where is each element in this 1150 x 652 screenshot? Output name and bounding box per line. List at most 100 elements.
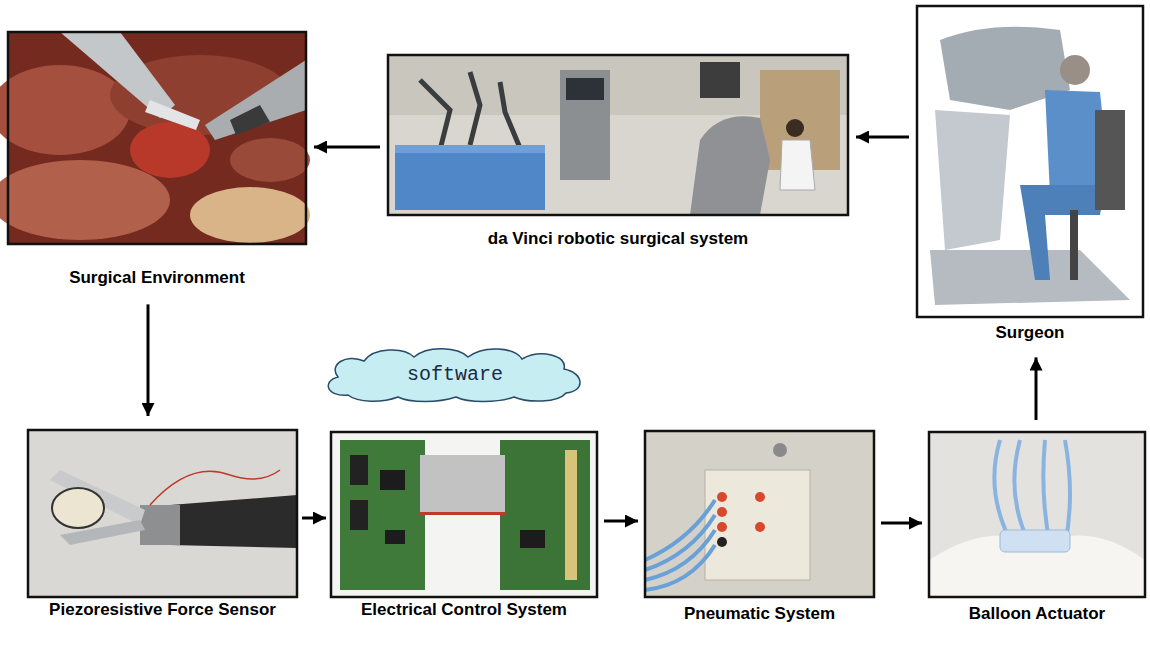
pneumatic-photo (645, 431, 874, 597)
photo-node: Surgical Environment (8, 32, 306, 290)
balloon-photo (929, 432, 1145, 597)
flow-arrow (1035, 357, 1038, 420)
caption-box: Surgeon (917, 323, 1143, 343)
flow-arrow (302, 517, 326, 520)
cloud-label: software (407, 363, 503, 386)
node-caption: Electrical Control System (357, 600, 572, 620)
tube-fitting (755, 522, 765, 532)
tube-fitting (755, 492, 765, 502)
fatty-tissue (190, 187, 310, 243)
instrument-shaft (205, 60, 306, 140)
wall-picture (700, 62, 740, 98)
pin-header (565, 450, 577, 580)
node-caption: da Vinci robotic surgical system (388, 229, 848, 249)
tissue-fold (0, 160, 170, 240)
software-cloud: software (318, 345, 592, 403)
sensor-wire (150, 470, 280, 505)
chair-post (1070, 210, 1078, 280)
flow-arrow (314, 146, 380, 149)
circuit-board (500, 440, 590, 590)
photo-frame (388, 55, 848, 215)
caption-box: da Vinci robotic surgical system (388, 229, 848, 249)
node-caption: Piezoresistive Force Sensor (38, 600, 288, 620)
robot-arms (420, 72, 520, 150)
table-top (395, 145, 545, 153)
caption-box: Electrical Control System (357, 600, 572, 620)
table-drape (395, 150, 545, 210)
flow-arrow (881, 522, 922, 525)
monitor (566, 78, 604, 100)
photo-frame (28, 430, 297, 597)
caption-box: Surgical Environment (8, 268, 306, 288)
ribbon-edge (420, 512, 505, 515)
surgeon-legs (1020, 185, 1105, 215)
tissue-fold (0, 65, 130, 155)
surgeon-photo (917, 6, 1143, 317)
tube-fitting (717, 507, 727, 517)
console-body (935, 110, 1010, 250)
tube-fitting (717, 537, 727, 547)
node-caption: Balloon Actuator (929, 604, 1145, 624)
wall-fixture (773, 443, 787, 457)
person-coat (780, 140, 815, 190)
photo-frame (645, 431, 874, 597)
instrument-jaw (145, 100, 200, 130)
photo-node: Piezoresistive Force Sensor (28, 430, 297, 622)
photo-node: Surgeon (917, 6, 1143, 345)
chair-back (1095, 110, 1125, 210)
photo-node: da Vinci robotic surgical system (388, 55, 848, 251)
ribbon-cable (420, 455, 505, 515)
person-head (786, 119, 804, 137)
connector (350, 500, 368, 530)
cloud-shape (328, 349, 580, 402)
air-tubes (645, 500, 715, 590)
photo-node: Pneumatic System (645, 431, 874, 626)
bleeding-area (130, 122, 210, 178)
sensor-photo (28, 430, 297, 597)
chip (385, 530, 405, 544)
cloud-label-box: software (318, 345, 592, 403)
photo-ground (917, 6, 1143, 317)
node-caption: Surgical Environment (8, 268, 306, 288)
equipment-tower (560, 70, 610, 180)
photo-frame (929, 432, 1145, 597)
photo-ground (645, 431, 874, 597)
node-caption: Pneumatic System (645, 604, 874, 624)
instrument-wrist (140, 505, 180, 545)
photo-ground (28, 430, 297, 597)
davinci-photo (388, 55, 848, 215)
connector (350, 455, 368, 485)
balloon-tubes (994, 440, 1070, 545)
caption-box: Piezoresistive Force Sensor (38, 600, 288, 620)
tissue-fold (230, 138, 310, 182)
photo-ground (331, 432, 597, 597)
flow-arrow (856, 136, 909, 139)
photo-ground (929, 432, 1145, 597)
chip (380, 470, 405, 490)
caption-box: Balloon Actuator (929, 604, 1145, 624)
photo-frame (8, 32, 306, 244)
instrument-shaft (170, 495, 297, 548)
photo-frame (331, 432, 597, 597)
photo-node: Balloon Actuator (929, 432, 1145, 626)
surgeon-console (690, 116, 770, 215)
console-base (930, 250, 1130, 305)
flow-arrow (147, 304, 150, 416)
tube-fitting (717, 522, 727, 532)
balloon-array (1000, 530, 1070, 552)
room-ground (388, 55, 848, 215)
sensor-disc (52, 488, 104, 528)
surgical-photo (0, 32, 310, 244)
surgeon-legs (1025, 215, 1050, 280)
photo-node: Electrical Control System (331, 432, 597, 622)
electronics-photo (331, 432, 597, 597)
node-caption: Surgeon (917, 323, 1143, 343)
tube-fitting (717, 492, 727, 502)
chip (520, 530, 545, 548)
caption-box: Pneumatic System (645, 604, 874, 624)
circuit-board (340, 440, 425, 590)
instrument-joint (230, 105, 270, 135)
